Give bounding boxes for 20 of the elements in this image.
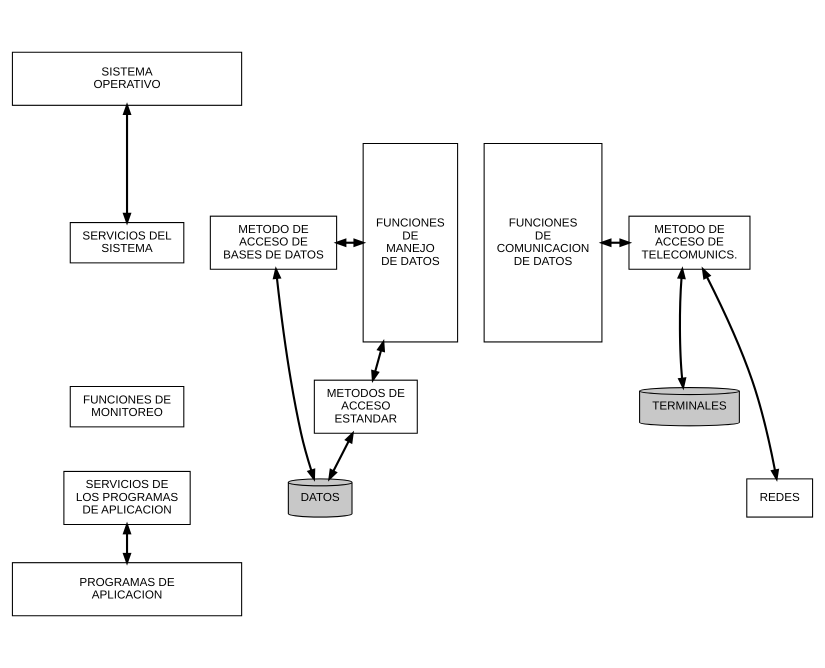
node-box: SERVICIOS DEL SISTEMA <box>70 222 184 264</box>
node-box: FUNCIONES DE MONITOREO <box>70 386 184 428</box>
node-box: METODO DE ACCESO DE BASES DE DATOS <box>210 216 338 270</box>
arrow <box>122 102 132 226</box>
arrow <box>702 266 780 482</box>
node-box: METODO DE ACCESO DE TELECOMUNICS. <box>628 216 750 270</box>
node-box: REDES <box>746 478 814 518</box>
arrow <box>371 339 386 384</box>
node-box: METODOS DE ACCESO ESTANDAR <box>314 380 418 434</box>
arrow <box>122 522 132 566</box>
arrow <box>334 238 366 248</box>
arrow <box>328 430 354 482</box>
node-box: FUNCIONES DE COMUNICACION DE DATOS <box>484 142 602 342</box>
node-box: SERVICIOS DE LOS PROGRAMAS DE APLICACION <box>63 470 191 526</box>
node-box: FUNCIONES DE MANEJO DE DATOS <box>362 142 458 342</box>
arrow <box>272 266 316 482</box>
arrow <box>676 266 686 390</box>
node-box: SISTEMA OPERATIVO <box>12 52 242 106</box>
arrow <box>598 238 632 248</box>
node-box: PROGRAMAS DE APLICACION <box>12 562 242 616</box>
